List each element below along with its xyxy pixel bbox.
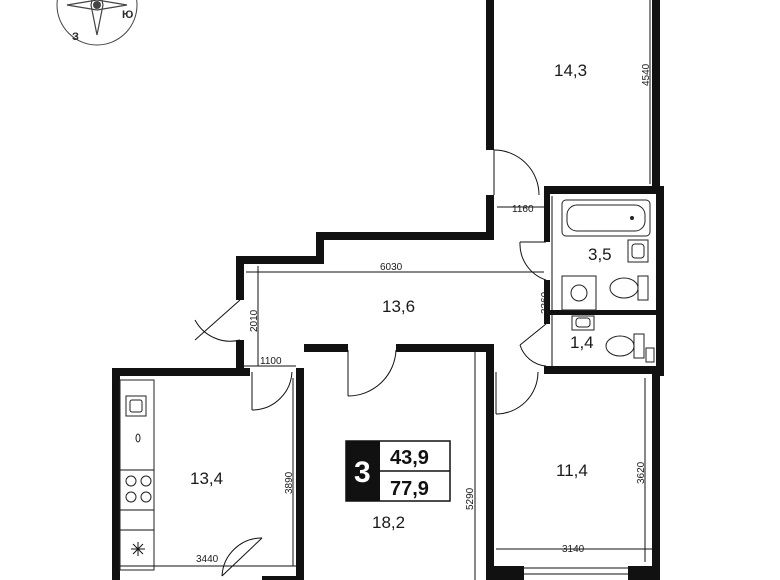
wall-segment (544, 366, 664, 374)
door-bathroom (519, 241, 547, 281)
dim-label-6030: 6030 (380, 262, 403, 273)
washing-machine-drum (570, 284, 588, 302)
wall-segment (236, 256, 324, 264)
door-toilet (519, 323, 547, 367)
dim-label-3440: 3440 (196, 554, 219, 565)
dim-label-1100: 1100 (260, 356, 282, 367)
wall-segment (652, 0, 660, 188)
wall-segment (486, 344, 494, 580)
window (524, 567, 628, 575)
door-bedroom-top (493, 149, 540, 196)
room-area-bedroom-top: 14,3 (554, 61, 587, 80)
room-area-living: 18,2 (372, 513, 405, 532)
door-living (347, 349, 397, 397)
badge-total-area: 77,9 (390, 478, 429, 500)
doors (194, 149, 547, 577)
wall-segment (304, 344, 348, 352)
compass-star-cross-icon (66, 0, 128, 11)
toilet-icon (609, 277, 639, 299)
door-balcony (221, 537, 263, 577)
dim-label-4540: 4540 (641, 63, 652, 86)
dim-label-2010: 2010 (249, 309, 260, 332)
badge-living-area: 43,9 (390, 447, 429, 469)
bathtub-inner (566, 204, 646, 232)
wall-segment (112, 368, 250, 376)
wall-segment (236, 340, 244, 370)
compass-east-label: Ю (122, 9, 133, 21)
dim-label-3140: 3140 (562, 544, 585, 555)
wall-segment (112, 368, 120, 580)
toilet-icon (605, 335, 635, 357)
compass-west-label: З (72, 31, 79, 43)
dim-label-5290: 5290 (465, 487, 476, 510)
door-kitchen (251, 371, 293, 411)
wall-segment (656, 186, 664, 376)
wall-segment (316, 232, 494, 240)
dim-label-3620: 3620 (636, 461, 647, 484)
toilet-tank (633, 333, 645, 359)
bathtub-drain-icon (630, 216, 634, 220)
room-area-hall: 13,6 (382, 297, 415, 316)
wall-segment (262, 576, 302, 580)
kitchen-sink-basin (129, 399, 143, 413)
wall-segment (236, 256, 244, 300)
dimension-lines (120, 0, 652, 580)
compass-star-icon (90, 0, 104, 36)
apartment-badge: 3 43,9 77,9 (345, 440, 451, 502)
wall-segment (486, 0, 494, 150)
wall-segment (316, 232, 324, 264)
room-area-bathroom: 3,5 (588, 245, 612, 264)
door-bedroom-right (495, 371, 539, 415)
room-area-kitchen: 13,4 (190, 469, 223, 488)
wall-segment (396, 344, 494, 352)
walls (112, 0, 664, 580)
dim-label-3360: 3360 (540, 291, 551, 314)
small-sink-basin (575, 317, 591, 328)
wall-segment (544, 310, 656, 315)
badge-room-count: 3 (354, 456, 371, 489)
room-area-bedroom-right: 11,4 (556, 461, 588, 480)
dim-label-1160: 1160 (512, 204, 534, 215)
door-entrance (194, 299, 241, 342)
fixtures (119, 199, 655, 571)
wall-segment (652, 374, 660, 580)
compass-center (93, 1, 101, 9)
wall-segment (628, 566, 658, 580)
sink-basin (631, 243, 645, 259)
wall-segment (544, 280, 550, 324)
wall-segment (296, 368, 304, 580)
compass: Ю З (56, 0, 138, 46)
wall-segment (494, 566, 524, 580)
toilet-tank (637, 275, 649, 301)
stove-icon (125, 475, 152, 503)
wall-segment (486, 195, 494, 240)
wall-segment (544, 186, 550, 242)
badge-rooms-box (346, 441, 380, 501)
dishwasher-icon (135, 433, 141, 443)
radiator-icon (645, 347, 655, 363)
dim-label-3890: 3890 (284, 471, 295, 494)
wall-segment (544, 186, 664, 194)
compass-ring (56, 0, 138, 46)
room-area-toilet: 1,4 (570, 333, 594, 352)
fridge-icon (131, 542, 145, 556)
